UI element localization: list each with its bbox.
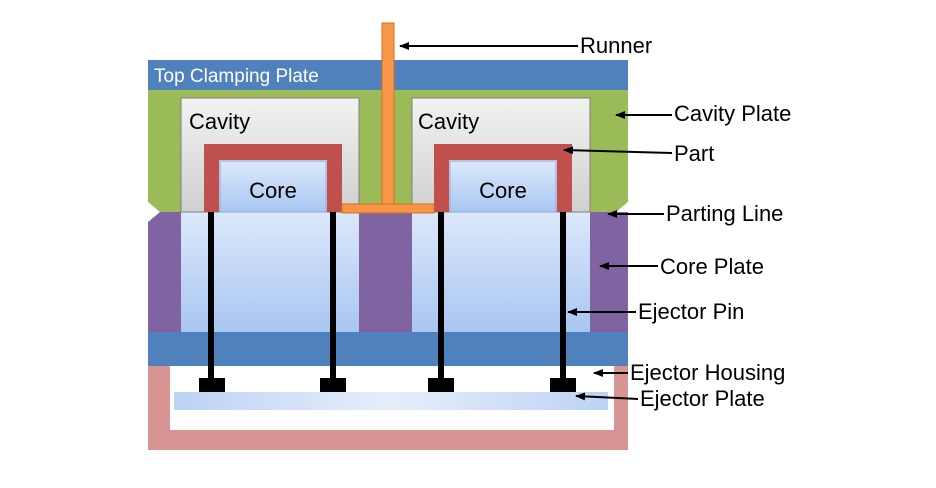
cavity-right-label: Cavity [418,109,479,134]
support-plate [148,332,628,366]
ejector-pin [560,212,566,380]
runner-label: Runner [580,33,652,58]
core-left [219,160,327,213]
parting-line-label: Parting Line [666,201,783,226]
part-label: Part [674,141,714,166]
core-right [449,160,557,213]
core-plate-label: Core Plate [660,254,764,279]
core-left-label: Core [249,178,297,203]
callout-arrows [399,42,673,401]
ejector-plate-label: Ejector Plate [640,386,765,411]
ejector-pin-head [428,378,454,392]
ejector-housing-label: Ejector Housing [630,360,785,385]
part-left [204,144,342,212]
ejector-pin-label: Ejector Pin [638,299,744,324]
cavity-left-label: Cavity [189,109,250,134]
ejector-plate-arrow [575,392,639,401]
part-arrow [563,146,673,155]
part-right [434,144,572,212]
runner-sprue [381,22,395,208]
cavity-plate-label: Cavity Plate [674,101,791,126]
core-right-label: Core [479,178,527,203]
ejector-pin-head [550,378,576,392]
runner-gate [341,203,435,214]
ejector-pin-head [320,378,346,392]
ejector-pins [199,212,576,392]
ejector-plate [174,392,608,410]
ejector-pin-head [199,378,225,392]
ejector-pin [330,212,336,380]
top-clamping-plate-label: Top Clamping Plate [154,66,319,87]
ejector-pin [208,212,214,380]
ejector-pin [438,212,444,380]
